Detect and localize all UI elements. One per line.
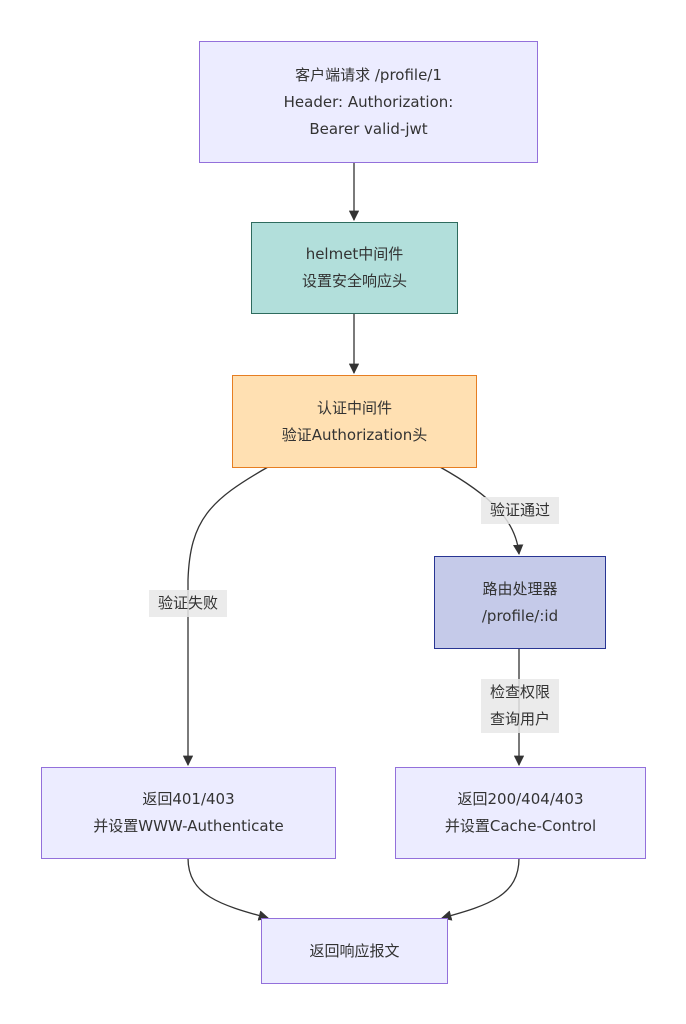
node-line: 返回401/403 [142,790,235,808]
node-line: 并设置Cache-Control [444,817,597,835]
node-line: 返回响应报文 [309,941,400,960]
edge-label-line: 查询用户 [489,710,550,728]
node-line: /profile/:id [481,606,559,625]
node-line: 认证中间件 [316,398,392,417]
node-auth-middleware: 认证中间件 验证Authorization头 [232,375,477,468]
node-line: 并设置WWW-Authenticate [93,817,284,835]
node-helmet-middleware: helmet中间件 设置安全响应头 [251,222,458,314]
node-return-result: 返回200/404/403 并设置Cache-Control [395,767,646,859]
node-line: 验证Authorization头 [281,425,428,444]
edge-label-line: 验证通过 [489,501,550,519]
edge-label-route-ok: 检查权限 查询用户 [481,679,559,733]
node-line: 路由处理器 [482,579,558,598]
node-line: helmet中间件 [305,245,404,263]
edge-label-auth-pass: 验证通过 [481,497,559,524]
edge-label-auth-fail: 验证失败 [149,590,227,617]
node-route-handler: 路由处理器 /profile/:id [434,556,606,649]
node-return-response: 返回响应报文 [261,918,448,984]
node-return-auth-error: 返回401/403 并设置WWW-Authenticate [41,767,336,859]
node-line: 返回200/404/403 [457,790,584,808]
edge-ok-response [440,857,520,921]
node-line: 客户端请求 /profile/1 [295,65,442,84]
edge-auth-fail [182,466,269,767]
node-line: Bearer valid-jwt [309,119,428,138]
edge-fail-response [187,857,270,921]
node-line: Header: Authorization: [283,92,454,111]
node-client-request: 客户端请求 /profile/1 Header: Authorization: … [199,41,538,163]
edge-label-line: 检查权限 [489,683,550,701]
node-line: 设置安全响应头 [301,272,407,290]
edge-label-line: 验证失败 [157,594,218,612]
